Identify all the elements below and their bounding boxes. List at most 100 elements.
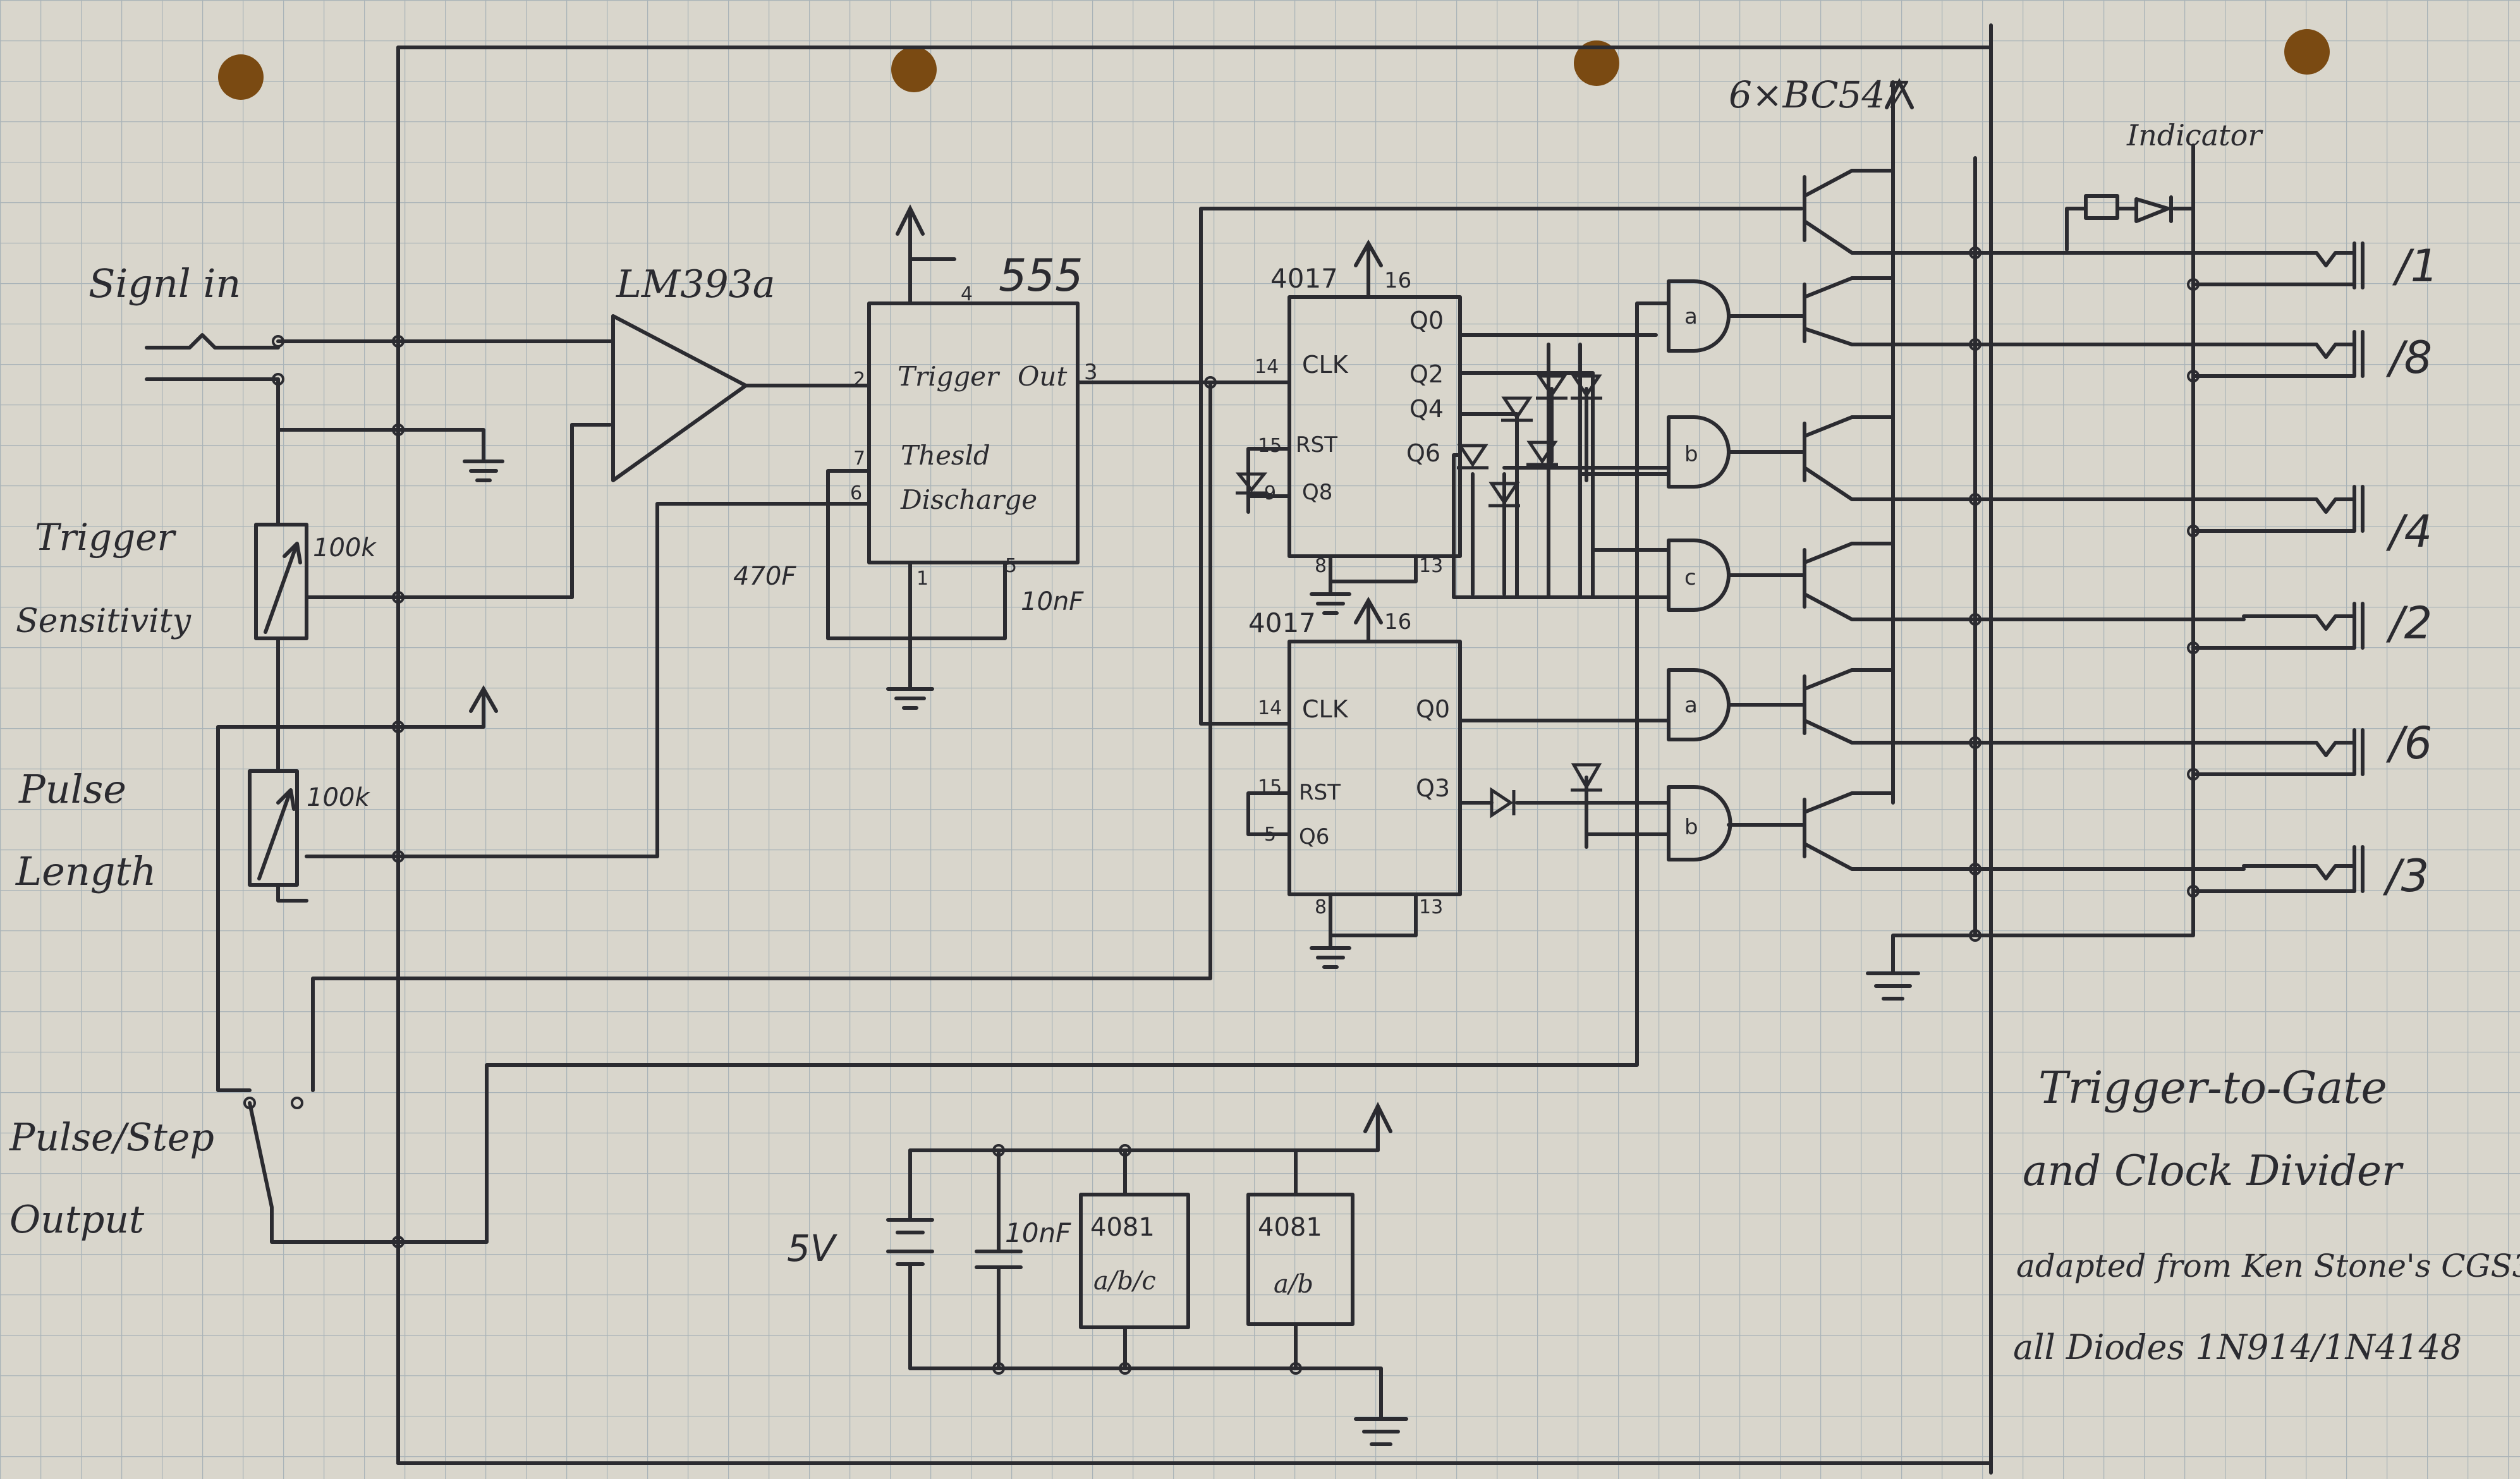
- indicator-label: Indicator: [2126, 118, 2263, 152]
- ground-symbol: [1310, 946, 1351, 969]
- diodes: [1235, 374, 1602, 819]
- junction: [1204, 376, 1217, 389]
- junction: [2187, 525, 2200, 537]
- junction: [2187, 885, 2200, 898]
- output-jack-4: [2191, 602, 2365, 650]
- pot2-value: 100k: [307, 783, 370, 812]
- junction: [392, 721, 405, 733]
- gate-to-transistor: [1727, 314, 1806, 827]
- and-gate-label: c: [1684, 565, 1696, 590]
- output-bus: [1888, 251, 2246, 871]
- counter-b-pin14: 14: [1258, 697, 1282, 719]
- counter-b-chip: [1287, 640, 1462, 896]
- timer-pin-labels: Trigger Out Thesld Discharge 2 3 4 5 6 7…: [850, 283, 1098, 590]
- diode: [1571, 763, 1602, 792]
- junction: [1969, 246, 1981, 259]
- junction: [272, 373, 284, 386]
- counter-b-name: 4017: [1248, 607, 1316, 638]
- transistor-1: [1803, 169, 1892, 255]
- pot1-wiring: [276, 428, 485, 729]
- junction: [1119, 1144, 1131, 1157]
- indicator-led: [2134, 195, 2173, 223]
- indicator-wire: [2065, 207, 2195, 252]
- counter-b-q6: Q6: [1299, 824, 1329, 849]
- punch-hole: [2284, 29, 2330, 75]
- comparator-label: LM393a: [616, 262, 776, 307]
- q4-wire: [1458, 412, 1519, 599]
- trigger-sensitivity-label-2: Sensitivity: [16, 602, 192, 640]
- vcc-arrow: [469, 685, 498, 713]
- timer-chip: [867, 301, 1080, 564]
- supply-rail-bottom: [908, 1366, 1383, 1421]
- counter-b-pin13: 13: [1419, 896, 1443, 918]
- junction: [1969, 338, 1981, 351]
- cap-10n-supply-label: 10nF: [1005, 1217, 1071, 1248]
- trigger-sensitivity-label-1: Trigger: [35, 516, 177, 559]
- diode: [1457, 444, 1488, 470]
- input-jack: [145, 333, 280, 381]
- punch-hole: [891, 47, 937, 92]
- ground-symbol: [463, 460, 504, 482]
- junction: [2187, 278, 2200, 291]
- counter-b-pin15: 15: [1258, 776, 1282, 798]
- counter-a-q8: Q8: [1302, 480, 1332, 505]
- pulse-length-label-1: Pulse: [18, 766, 126, 812]
- junction: [243, 1097, 256, 1109]
- counter-b-rst: RST: [1299, 780, 1341, 805]
- gate-chip-labels: 4081 a/b/c 4081 a/b: [1090, 1213, 1322, 1299]
- pulse-step-label-1: Pulse/Step: [9, 1116, 214, 1160]
- timer-pin-4: 4: [961, 283, 973, 305]
- counter-a-pin14: 14: [1255, 356, 1279, 378]
- counter-a-rst: RST: [1296, 432, 1337, 458]
- cap-470n-label: 470F: [733, 562, 796, 591]
- indicator-resistor: [2084, 194, 2119, 220]
- gate-chip-1-name: 4081: [1090, 1213, 1155, 1242]
- junction: [1969, 736, 1981, 749]
- timer-out: Out: [1018, 361, 1067, 392]
- transistor-6: [1803, 791, 1974, 871]
- ground-symbol: [1310, 592, 1351, 615]
- diode: [1526, 441, 1558, 466]
- counter-a-q6: Q6: [1406, 439, 1440, 467]
- counter-a-labels: 4017 16 CLK RST Q8 Q0 Q2 Q4 Q6 14 15 9 8…: [1255, 263, 1444, 577]
- timer-pin-5: 5: [1005, 555, 1017, 577]
- cap-470n-wire: [826, 502, 912, 691]
- junction: [1969, 613, 1981, 626]
- credit-label: adapted from Ken Stone's CGS36: [2016, 1248, 2520, 1284]
- cap-10n-wire: [908, 561, 1007, 640]
- ground-symbol: [1866, 971, 1920, 1001]
- counter-a-pin13: 13: [1419, 555, 1443, 577]
- counter-a-q0: Q0: [1409, 307, 1444, 334]
- output-ratio: /8: [2385, 332, 2432, 384]
- diode: [1488, 482, 1520, 508]
- timer-pin-1: 1: [916, 568, 928, 590]
- signal-in-label: Signl in: [88, 260, 241, 307]
- junction: [2187, 768, 2200, 781]
- switch: [248, 301, 1671, 1244]
- transistor-emitter-rail: [1891, 156, 1977, 975]
- junction: [992, 1362, 1005, 1375]
- timer-discharge-wire: [305, 502, 871, 858]
- labels: Signl in LM393a 555 6×BC547 Indicator Tr…: [9, 73, 2520, 1367]
- junction: [1289, 1362, 1302, 1375]
- vcc-arrow: [1363, 1102, 1392, 1133]
- counter-a-pin9: 9: [1264, 482, 1276, 504]
- counter-a-chip: [1287, 295, 1462, 558]
- battery: [886, 1148, 934, 1370]
- output-jack-3: [2191, 485, 2365, 533]
- junctions: [243, 246, 2200, 1375]
- vcc-arrow: [1354, 239, 1383, 267]
- and-gate-3: [1667, 539, 1731, 612]
- transistor-5: [1803, 668, 1974, 745]
- output-ratio: /3: [2382, 850, 2429, 902]
- and-gate-label: b: [1684, 442, 1698, 467]
- counter-b-clk-wire: [1199, 207, 1803, 726]
- cap-10n-timer-label: 10nF: [1021, 587, 1084, 616]
- junction: [392, 335, 405, 348]
- and-gate-label: a: [1684, 304, 1698, 329]
- output-labels: /1 /8 /4 /2 /6 /3: [2382, 240, 2438, 902]
- diode: [1490, 787, 1516, 819]
- counter-a-gnd: [1329, 554, 1418, 596]
